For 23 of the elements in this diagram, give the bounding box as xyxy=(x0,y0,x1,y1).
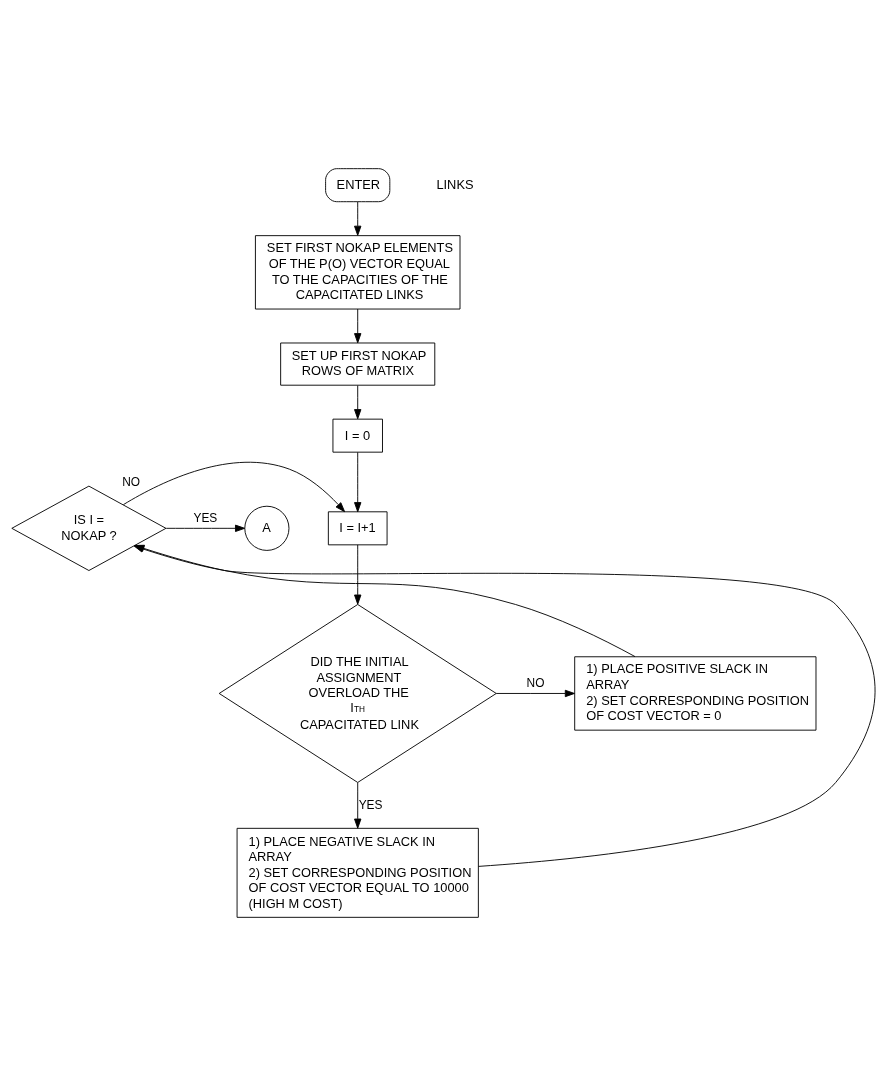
arrow xyxy=(495,689,575,698)
node-box: I = 0 xyxy=(332,418,383,453)
arrow xyxy=(354,385,362,420)
arrow xyxy=(354,451,362,513)
node-box: ENTER xyxy=(325,168,391,203)
node-box: SET FIRST NOKAP ELEMENTS OF THE P(O) VECTOR EQUAL TO THE CAPACITIES OF THE CAPACITATED LINKS xyxy=(254,235,461,310)
label: LINKS xyxy=(436,176,474,192)
node-box: I = I+1 xyxy=(327,511,388,546)
arrow xyxy=(354,308,362,344)
node-diamond: DID THE INITIAL ASSIGNMENT OVERLOAD THE ITH CAPACITATED LINK xyxy=(218,604,497,783)
edge-label: YES xyxy=(358,797,383,812)
arrow xyxy=(354,782,362,829)
arrow xyxy=(165,524,246,532)
node-box: SET UP FIRST NOKAP ROWS OF MATRIX xyxy=(280,342,436,386)
arrow xyxy=(354,201,362,236)
edge-label: NO xyxy=(526,676,545,691)
arrow xyxy=(122,461,346,513)
node-circle: A xyxy=(244,505,290,551)
edge-label: YES xyxy=(193,511,218,526)
arrow xyxy=(354,544,362,605)
node-diamond: IS I = NOKAP ? xyxy=(11,485,167,571)
node-box: 1) PLACE NEGATIVE SLACK IN ARRAY 2) SET CORRESPONDING POSITION OF COST VECTOR EQUAL TO 10000 (HIGH M COST) xyxy=(236,827,479,918)
node-box: 1) PLACE POSITIVE SLACK IN ARRAY 2) SET CORRESPONDING POSITION OF COST VECTOR = 0 xyxy=(574,656,817,731)
